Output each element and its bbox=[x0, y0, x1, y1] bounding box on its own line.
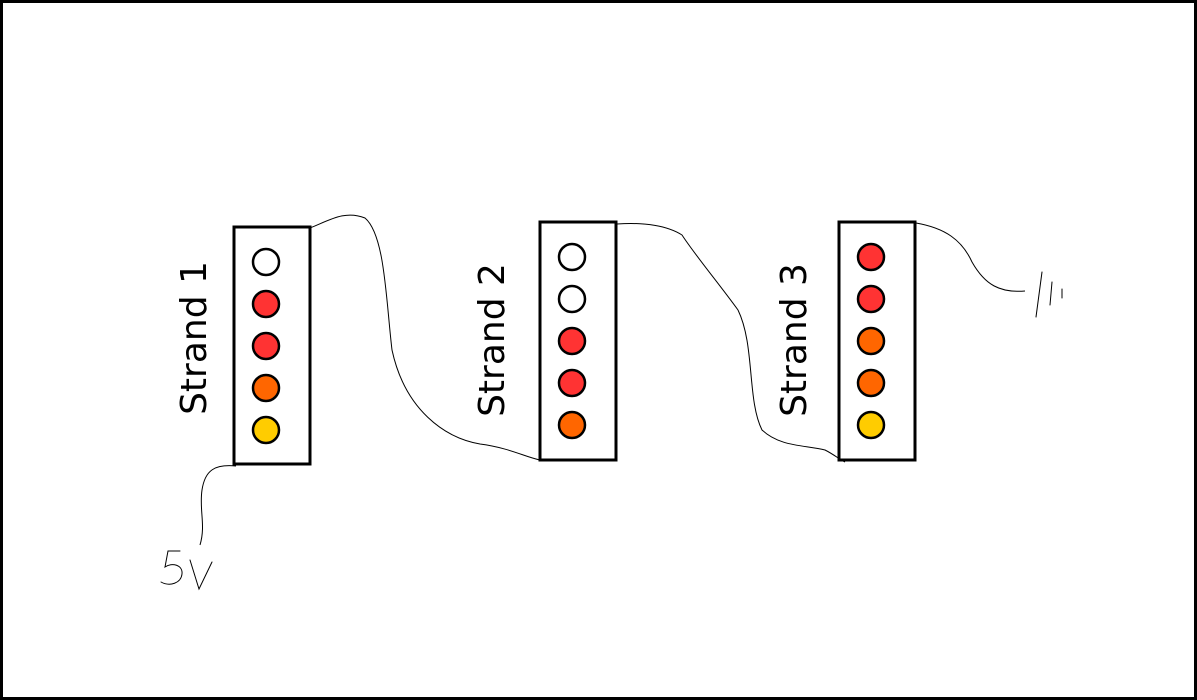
wire-strand-3-to-ground bbox=[915, 222, 1026, 292]
strand-2-label: Strand 2 bbox=[472, 263, 513, 417]
strand-3-led-2 bbox=[856, 284, 886, 314]
strand-2-led-4 bbox=[557, 368, 587, 398]
strand-1-led-1 bbox=[251, 247, 281, 277]
strand-1-led-5 bbox=[251, 415, 281, 445]
strand-3-led-3 bbox=[856, 326, 886, 356]
strand-3-label: Strand 3 bbox=[774, 263, 815, 417]
strand-3-led-1 bbox=[856, 242, 886, 272]
ground-terminal bbox=[1035, 271, 1063, 318]
ground-symbol-line-1 bbox=[1035, 271, 1043, 318]
strand-2-led-3 bbox=[557, 326, 587, 356]
strand-3: Strand 3 bbox=[774, 220, 917, 462]
strand-3-led-5 bbox=[856, 410, 886, 440]
strands: Strand 1 Strand 2 Strand 3 bbox=[174, 220, 917, 466]
strand-2-led-2 bbox=[557, 284, 587, 314]
handwritten-5 bbox=[160, 550, 183, 585]
strand-2-led-1 bbox=[557, 242, 587, 272]
strand-1-led-3 bbox=[251, 331, 281, 361]
wire-strand-1-to-strand-2 bbox=[309, 214, 541, 461]
wires bbox=[199, 214, 1026, 546]
ground-symbol-line-2 bbox=[1049, 281, 1053, 306]
wire-strand-2-to-strand-3 bbox=[616, 223, 846, 463]
wire-power-to-strand-1 bbox=[199, 465, 237, 546]
strand-2-led-5 bbox=[557, 410, 587, 440]
strand-1-led-2 bbox=[251, 289, 281, 319]
power-terminal-5v bbox=[160, 550, 213, 591]
strand-2: Strand 2 bbox=[472, 220, 618, 462]
strand-1-led-4 bbox=[251, 373, 281, 403]
handwritten-v bbox=[189, 559, 213, 591]
strand-3-led-4 bbox=[856, 368, 886, 398]
strand-1-label: Strand 1 bbox=[174, 261, 215, 415]
strand-1: Strand 1 bbox=[174, 225, 312, 466]
